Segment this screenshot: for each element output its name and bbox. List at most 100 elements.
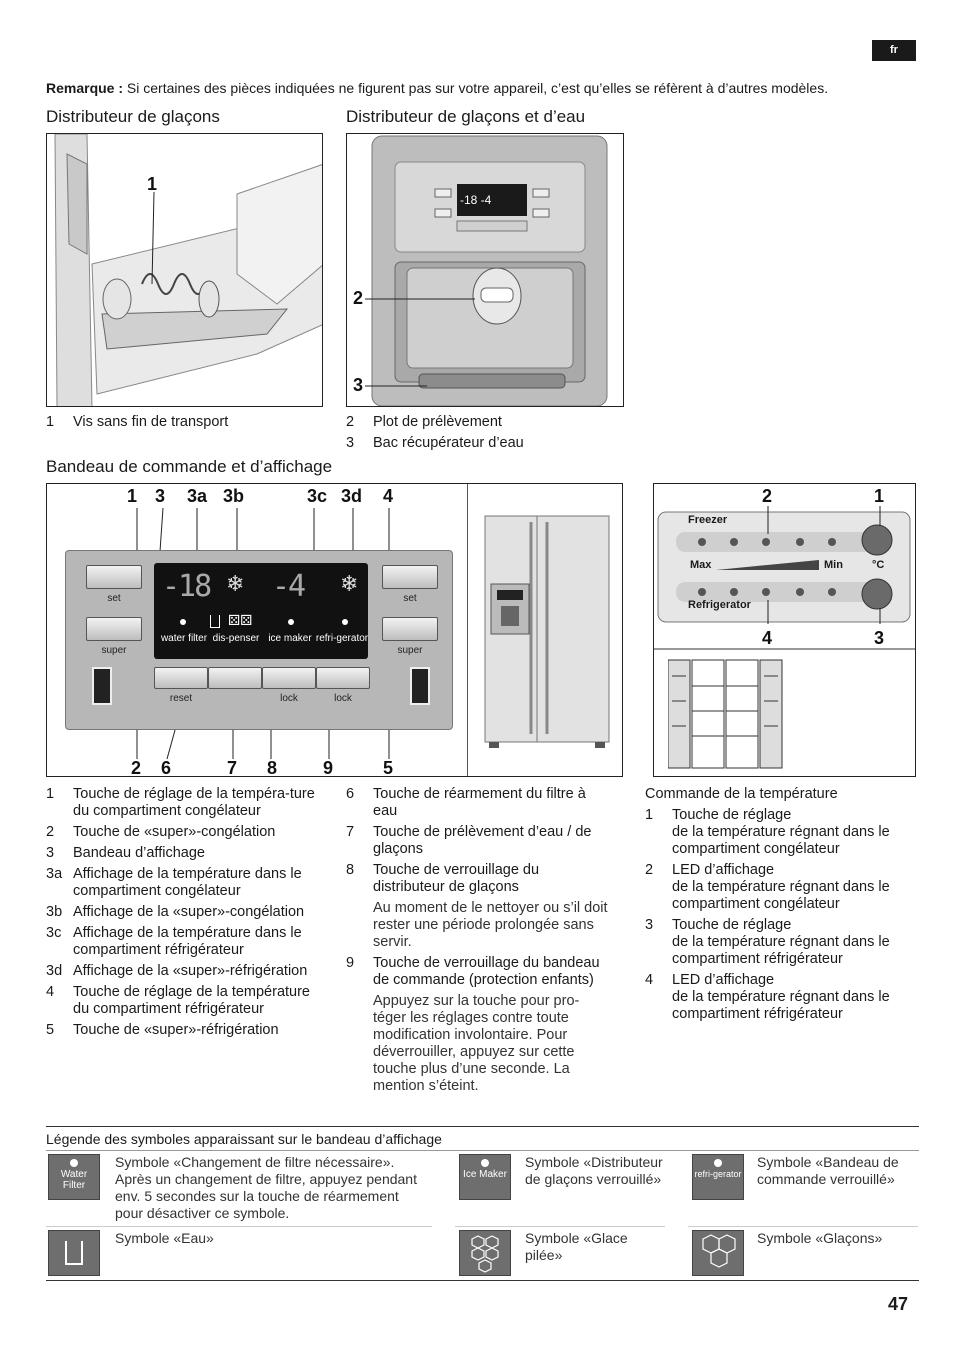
dispense-button[interactable] xyxy=(208,667,262,689)
callout-top-3c: 3c xyxy=(307,486,328,506)
item-subtext: Au moment de le nettoyer ou s’il doit re… xyxy=(373,900,608,950)
set-label-left: set xyxy=(107,593,121,604)
callout-tc-3: 3 xyxy=(874,628,885,648)
set-label-right: set xyxy=(403,593,417,604)
remark-text: Si certaines des pièces indiquées ne fig… xyxy=(126,80,829,96)
callout-3: 3 xyxy=(353,375,364,395)
callout-bottom-8: 8 xyxy=(267,758,278,777)
ice-dispenser-illustration: 1 xyxy=(46,133,323,407)
caption-num: 2 xyxy=(346,414,355,430)
item-subtext: Appuyez sur la touche pour pro-téger les… xyxy=(373,993,580,1094)
item-text: Touche de «super»-réfrigération xyxy=(73,1022,279,1038)
symbol-description: Symbole «Glaçons» xyxy=(757,1230,883,1246)
open-fridge-icon xyxy=(668,659,783,769)
ice-auger-drawing xyxy=(47,134,322,406)
item-text: Touche de réarmement du filtre à eau xyxy=(373,786,586,819)
callout-1: 1 xyxy=(147,174,158,194)
item-text: Affichage de la «super»-congélation xyxy=(73,904,305,920)
symbol-label: refri-gerator xyxy=(694,1169,742,1179)
legend-title-rule xyxy=(46,1150,919,1151)
lcd-display: -18 ❄ -4 ❄ ⚄⚄ water filter dis-penser ic… xyxy=(154,563,368,659)
set-button-right[interactable] xyxy=(382,565,438,589)
water-glass-icon xyxy=(210,615,220,628)
callout-bottom-2: 2 xyxy=(131,758,142,777)
item-num: 1 xyxy=(46,786,55,802)
super-label-left: super xyxy=(101,645,127,656)
item-num: 2 xyxy=(645,862,654,878)
symbol-description: Symbole «Distributeur de glaçons verroui… xyxy=(525,1154,663,1187)
callout-tc-1: 1 xyxy=(874,486,885,506)
refrigerator-dot-icon xyxy=(342,619,348,625)
water-filter-dot-icon xyxy=(180,619,186,625)
dispenser-drawing: -18 -4 xyxy=(347,134,623,406)
section-title-ice-dispenser: Distributeur de glaçons xyxy=(46,107,220,126)
ice-cubes-icon: ⚄⚄ xyxy=(228,612,253,628)
set-button-left[interactable] xyxy=(86,565,142,589)
item-num: 4 xyxy=(645,972,654,988)
super-button-left[interactable] xyxy=(86,617,142,641)
super-label-right: super xyxy=(397,645,423,656)
super-cool-icon: ❄ xyxy=(340,571,359,596)
item-num: 3 xyxy=(645,917,654,933)
ice-maker-dot-icon xyxy=(288,619,294,625)
callout-2: 2 xyxy=(353,288,364,308)
item-text: Touche de «super»-congélation xyxy=(73,824,276,840)
legend-row-rule xyxy=(688,1226,918,1227)
legend-bottom-rule xyxy=(46,1280,919,1281)
symbol-description: Symbole «Changement de filtre nécessaire… xyxy=(115,1154,417,1221)
handle-left-icon xyxy=(92,667,112,705)
ice-lock-button[interactable] xyxy=(262,667,316,689)
freezer-temp-display: -18 xyxy=(162,569,212,604)
callout-bottom-6: 6 xyxy=(161,758,172,777)
ice-maker-symbol-icon: Ice Maker xyxy=(459,1154,511,1200)
min-label: Min xyxy=(824,559,843,571)
callout-bottom-5: 5 xyxy=(383,758,394,777)
svg-text:-18 -4: -18 -4 xyxy=(460,193,492,207)
crushed-ice-symbol-icon xyxy=(459,1230,511,1276)
handle-right-icon xyxy=(410,667,430,705)
item-num: 7 xyxy=(346,824,355,840)
remark-note: Remarque : Si certaines des pièces indiq… xyxy=(46,80,916,96)
symbol-description: Symbole «Glace pilée» xyxy=(525,1230,628,1263)
section-title-ice-water-dispenser: Distributeur de glaçons et d’eau xyxy=(346,107,586,126)
legend-row-rule xyxy=(455,1226,665,1227)
panel-divider xyxy=(467,484,468,776)
item-num: 3 xyxy=(46,845,55,861)
panel-lock-button[interactable] xyxy=(316,667,370,689)
temperature-control-illustration: 2 1 Freezer Max Min °C Refrigerator 4 3 xyxy=(653,483,916,777)
item-title: Touche de réglage xyxy=(672,917,792,933)
super-freeze-icon: ❄ xyxy=(226,571,245,596)
control-panel-illustration: 1 3 3a 3b 3c 3d 4 set super -18 ❄ -4 ❄ xyxy=(46,483,623,777)
legend-row-rule xyxy=(46,1226,432,1227)
item-num: 3b xyxy=(46,904,63,920)
temp-control-heading: Commande de la température xyxy=(645,786,838,802)
item-text: Affichage de la température dans le comp… xyxy=(73,866,302,899)
symbol-label: Ice Maker xyxy=(463,1169,507,1180)
caption-text: Bac récupérateur d’eau xyxy=(373,435,524,451)
item-text: Affichage de la température dans le comp… xyxy=(73,925,302,958)
item-text: de la température régnant dans le compar… xyxy=(672,824,890,857)
max-label: Max xyxy=(690,559,712,571)
item-text: Affichage de la «super»-réfrigération xyxy=(73,963,308,979)
reset-button[interactable] xyxy=(154,667,208,689)
item-text: Touche de réglage de la température du c… xyxy=(73,984,310,1017)
super-button-right[interactable] xyxy=(382,617,438,641)
crushed-ice-glyph xyxy=(471,1235,499,1273)
item-title: LED d’affichage xyxy=(672,972,775,988)
ice-cubes-symbol-icon xyxy=(692,1230,744,1276)
callout-tc-2: 2 xyxy=(762,486,773,506)
